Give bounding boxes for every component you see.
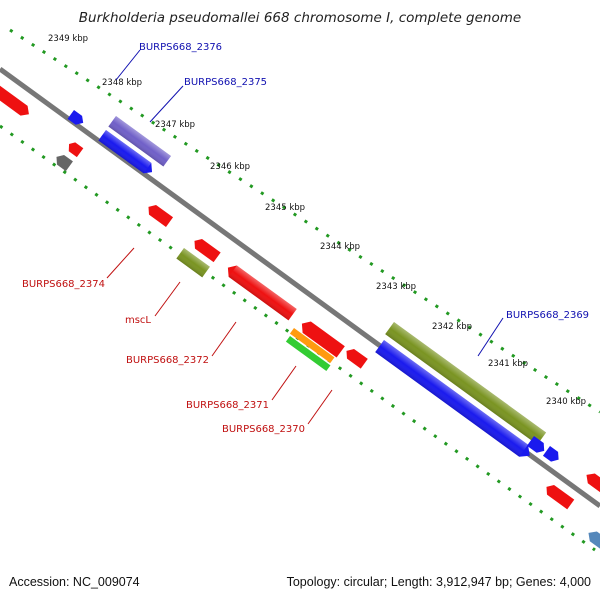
- gene-feature-burps668-2371[interactable]: [289, 328, 335, 364]
- gene-feature[interactable]: [526, 436, 548, 456]
- tick-label: 2341 kbp: [488, 359, 528, 369]
- label-leaders: [106, 49, 504, 425]
- gene-label-mscl[interactable]: mscL: [125, 315, 151, 326]
- topology-text: Topology: circular; Length: 3,912,947 bp…: [287, 575, 591, 589]
- gene-feature[interactable]: [67, 110, 87, 128]
- gene-labels: BURPS668_2376 BURPS668_2375 BURPS668_236…: [22, 42, 589, 435]
- gene-feature[interactable]: [53, 152, 73, 172]
- gene-feature-burps668-2369[interactable]: [385, 322, 547, 445]
- gene-label-burps668-2375[interactable]: BURPS668_2375: [184, 77, 267, 88]
- gene-feature[interactable]: [542, 446, 562, 465]
- gene-label-burps668-2372[interactable]: BURPS668_2372: [126, 355, 209, 366]
- gene-label-burps668-2369[interactable]: BURPS668_2369: [506, 310, 589, 321]
- gene-feature[interactable]: [375, 340, 534, 461]
- map-title: Burkholderia pseudomallei 668 chromosome…: [79, 10, 521, 26]
- gene-label-burps668-2374[interactable]: BURPS668_2374: [22, 279, 105, 290]
- tick-label: 2346 kbp: [210, 162, 250, 172]
- tick-label: 2345 kbp: [265, 203, 305, 213]
- gene-feature-mscl[interactable]: [176, 248, 210, 278]
- gene-feature[interactable]: [145, 202, 174, 227]
- gene-feature[interactable]: [343, 346, 368, 369]
- tick-label: 2342 kbp: [432, 322, 472, 332]
- gene-feature[interactable]: [543, 482, 575, 510]
- tick-label: 2348 kbp: [102, 78, 142, 88]
- tick-label: 2344 kbp: [320, 242, 360, 252]
- gene-feature[interactable]: [98, 130, 156, 177]
- gene-label-burps668-2376[interactable]: BURPS668_2376: [139, 42, 222, 53]
- gene-feature[interactable]: [298, 318, 345, 358]
- gene-feature-burps668-2375[interactable]: [108, 116, 172, 167]
- gene-feature[interactable]: [191, 236, 221, 263]
- gene-features: [0, 80, 600, 556]
- gene-feature[interactable]: [0, 80, 32, 119]
- tick-label: 2340 kbp: [546, 397, 586, 407]
- gene-feature-burps668-2370[interactable]: [285, 336, 331, 372]
- outer-dotted-track: [9, 28, 600, 414]
- tick-label: 2347 kbp: [155, 120, 195, 130]
- tick-label: 2343 kbp: [376, 282, 416, 292]
- gene-feature[interactable]: [585, 528, 600, 556]
- accession-text: Accession: NC_009074: [9, 575, 140, 589]
- gene-label-burps668-2371[interactable]: BURPS668_2371: [186, 400, 269, 411]
- gene-label-burps668-2370[interactable]: BURPS668_2370: [222, 424, 305, 435]
- tick-label: 2349 kbp: [48, 34, 88, 44]
- gene-feature[interactable]: [583, 470, 600, 498]
- gene-feature[interactable]: [66, 140, 84, 158]
- gene-feature-burps668-2372[interactable]: [224, 262, 297, 321]
- scale-ticks: 2349 kbp 2348 kbp 2347 kbp 2346 kbp 2345…: [48, 34, 586, 407]
